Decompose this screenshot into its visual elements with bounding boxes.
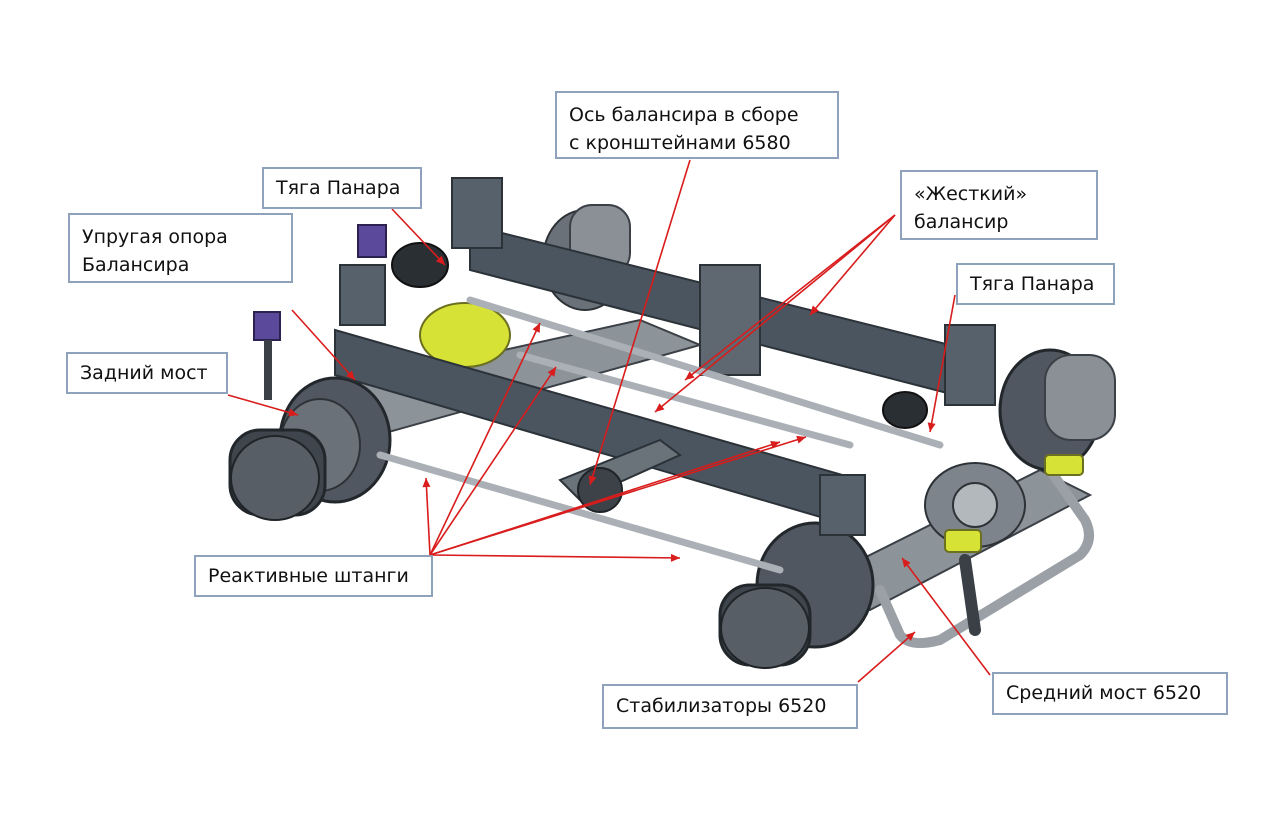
label-sredniy-most-text: Средний мост 6520	[1006, 682, 1202, 704]
label-sredniy-most: Средний мост 6520	[992, 672, 1228, 715]
label-os-balansira: Ось балансира в сборе с кронштейнами 658…	[555, 91, 839, 159]
label-stabilizatory-text: Стабилизаторы 6520	[616, 695, 827, 717]
label-zhestkiy-balansir: «Жесткий» балансир	[900, 170, 1098, 240]
label-zhestkiy-balansir-line2: балансир	[914, 211, 1009, 233]
label-reaktivnye-shtangi: Реактивные штанги	[194, 555, 433, 597]
label-reaktivnye-shtangi-text: Реактивные штанги	[208, 565, 409, 587]
label-zhestkiy-balansir-line1: «Жесткий»	[914, 183, 1028, 205]
label-uprugaya-opora: Упругая опора Балансира	[68, 213, 293, 283]
label-os-balansira-line2: с кронштейнами 6580	[569, 132, 791, 154]
yellow-clamps	[944, 454, 1084, 553]
rear-mount	[253, 224, 387, 400]
label-os-balansira-line1: Ось балансира в сборе	[569, 104, 799, 126]
label-stabilizatory: Стабилизаторы 6520	[602, 684, 858, 729]
label-tyaga-panara-right: Тяга Панара	[956, 263, 1115, 305]
label-tyaga-panara-right-text: Тяга Панара	[970, 273, 1095, 295]
label-uprugaya-opora-line2: Балансира	[82, 254, 190, 276]
label-zadniy-most: Задний мост	[66, 352, 228, 394]
label-tyaga-panara-left: Тяга Панара	[262, 167, 422, 209]
label-uprugaya-opora-line1: Упругая опора	[82, 226, 228, 248]
label-tyaga-panara-left-text: Тяга Панара	[276, 177, 401, 199]
label-zadniy-most-text: Задний мост	[80, 362, 208, 384]
